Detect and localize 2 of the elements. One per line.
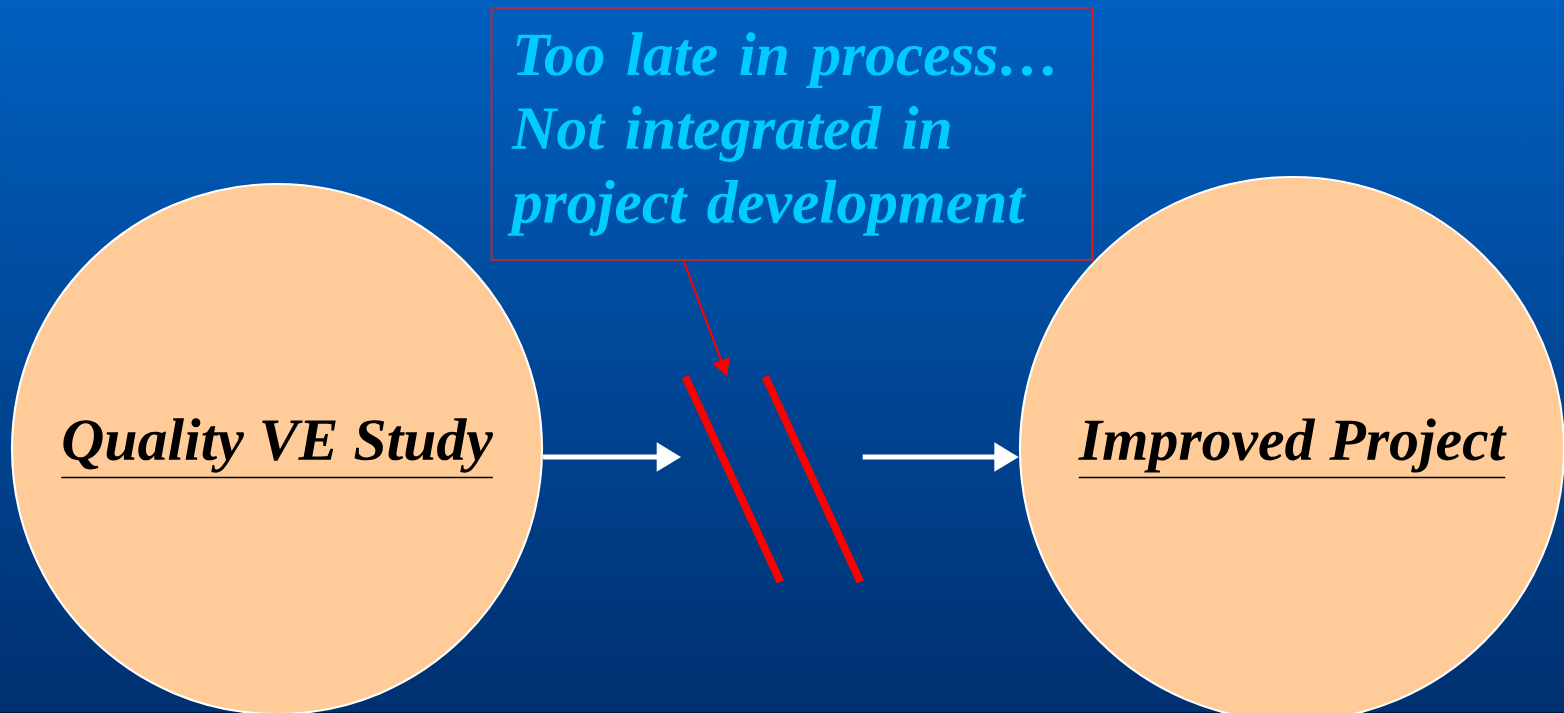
callout-box: Too late in process… Not integrated in project development — [490, 7, 1094, 261]
break-symbol — [681, 375, 864, 584]
